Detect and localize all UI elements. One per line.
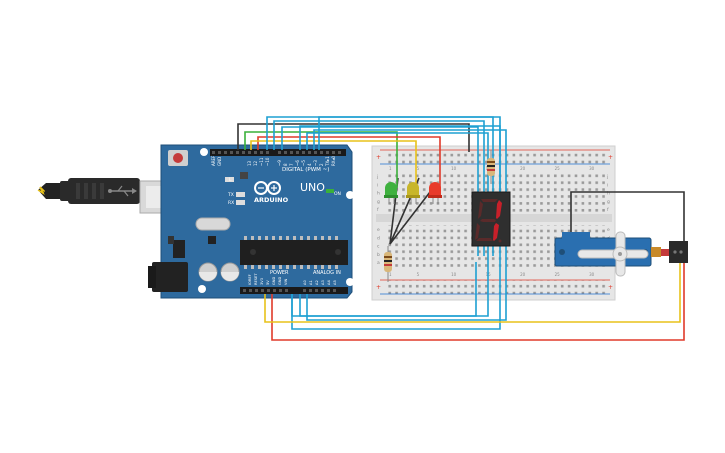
breadboard-row-letter: d (377, 235, 380, 241)
power-pin-label: VIN (284, 278, 288, 285)
breadboard-row-letter: f (607, 207, 609, 213)
arduino-board[interactable]: DIGITAL (PWM ~) UNO ARDUINO ON TX RX L P… (148, 144, 354, 299)
servo-horn[interactable] (577, 231, 649, 277)
breadboard-row-letter: j (376, 174, 378, 180)
breadboard-column-number: 20 (520, 272, 526, 277)
digital-pin-label: ~6 (295, 160, 300, 166)
digital-header[interactable] (210, 149, 346, 156)
analog-pin-label: A1 (309, 280, 313, 285)
breadboard-row-letter: e (377, 228, 380, 233)
breadboard-column-number: 5 (417, 272, 420, 277)
usb-symbol-icon (108, 185, 137, 197)
breadboard-column-number: 25 (555, 166, 561, 171)
power-label: POWER (270, 270, 289, 276)
analog-pin-label: A3 (321, 280, 325, 285)
breadboard-row-letter: i (377, 182, 378, 188)
breadboard-column-number: 30 (589, 272, 595, 277)
breadboard-column-number: 25 (555, 272, 561, 277)
power-pin-label: 3V3 (260, 278, 264, 285)
digital-pin-label: 13 (247, 160, 252, 166)
tx-label: TX (227, 192, 234, 198)
breadboard-column-number: 1 (389, 166, 392, 171)
breadboard-row-letter: i (607, 182, 608, 188)
power-pin-label: 5V (266, 280, 270, 285)
digital-pin-label: TX▸1 (325, 156, 330, 167)
digital-pin-label: ~11 (259, 157, 264, 166)
digital-pin-label: ~3 (313, 160, 318, 166)
resistor-top[interactable] (487, 150, 495, 184)
breadboard-column-number: 30 (589, 166, 595, 171)
breadboard-column-number: 10 (451, 166, 457, 171)
power-analog-header[interactable] (240, 287, 348, 294)
breadboard-column-number: 10 (451, 272, 457, 277)
breadboard-row-letter: j (606, 174, 608, 180)
digital-pin-label: 7 (289, 163, 294, 166)
breadboard-column-number: 5 (417, 166, 420, 171)
breadboard-column-number: 1 (389, 272, 392, 277)
digital-pin-label: 2 (319, 163, 324, 166)
breadboard-row-letter: f (377, 207, 379, 213)
led-red[interactable] (428, 182, 442, 204)
gnd-pin-label: GND (217, 157, 222, 166)
aref-pin-label: AREF (211, 155, 216, 166)
resistor-bottom[interactable] (384, 246, 392, 282)
brand-label: ARDUINO (254, 196, 289, 204)
led-green[interactable] (384, 182, 398, 204)
breadboard-row-letter: g (377, 200, 380, 205)
digital-pin-label: 4 (307, 163, 312, 166)
infinity-logo-icon (254, 181, 281, 195)
model-label: UNO (300, 181, 325, 194)
microcontroller-chip (240, 236, 348, 269)
breadboard-row-letter: g (607, 200, 610, 205)
digital-pin-label: RX◂0 (331, 155, 336, 166)
power-pin-label: GND (272, 277, 276, 285)
wires[interactable] (237, 116, 685, 341)
lit-segments (493, 200, 502, 241)
analog-pin-label: A0 (303, 280, 307, 285)
power-pin-label: RESET (254, 273, 258, 285)
on-label: ON (334, 191, 341, 197)
power-jack (152, 262, 188, 292)
analog-pin-label: A5 (333, 280, 337, 285)
svg-text:+: + (376, 284, 381, 291)
breadboard-row-letter: b (377, 252, 380, 258)
digital-label: DIGITAL (PWM ~) (282, 167, 329, 173)
seven-segment-display[interactable] (471, 191, 511, 247)
breadboard-row-letter: h (377, 191, 380, 197)
svg-text:+: + (608, 284, 613, 291)
analog-pin-label: A4 (327, 280, 331, 285)
svg-text:+: + (376, 154, 381, 161)
digital-pin-label: ~5 (301, 160, 306, 166)
svg-text:+: + (608, 154, 613, 161)
breadboard-row-letter: h (607, 191, 610, 197)
digital-pin-label: ~9 (277, 160, 282, 166)
digital-pin-label: 12 (253, 160, 258, 166)
breadboard-column-number: 20 (520, 166, 526, 171)
digital-pin-label: ~10 (265, 157, 270, 166)
digital-pin-label: 8 (283, 163, 288, 166)
reset-button[interactable] (168, 150, 188, 166)
rx-label: RX (228, 200, 234, 206)
analog-pin-label: A2 (315, 280, 319, 285)
servo-motor[interactable] (554, 231, 688, 277)
power-pin-label: IOREF (248, 274, 252, 285)
analog-label: ANALOG IN (313, 270, 341, 276)
breadboard-row-letter: a (377, 261, 380, 266)
led-yellow[interactable] (406, 182, 420, 204)
breadboard-row-letter: c (377, 245, 380, 250)
power-pin-label: GND (278, 277, 282, 285)
breadboard-row-letter: e (607, 228, 610, 233)
l-label: L (229, 177, 232, 183)
